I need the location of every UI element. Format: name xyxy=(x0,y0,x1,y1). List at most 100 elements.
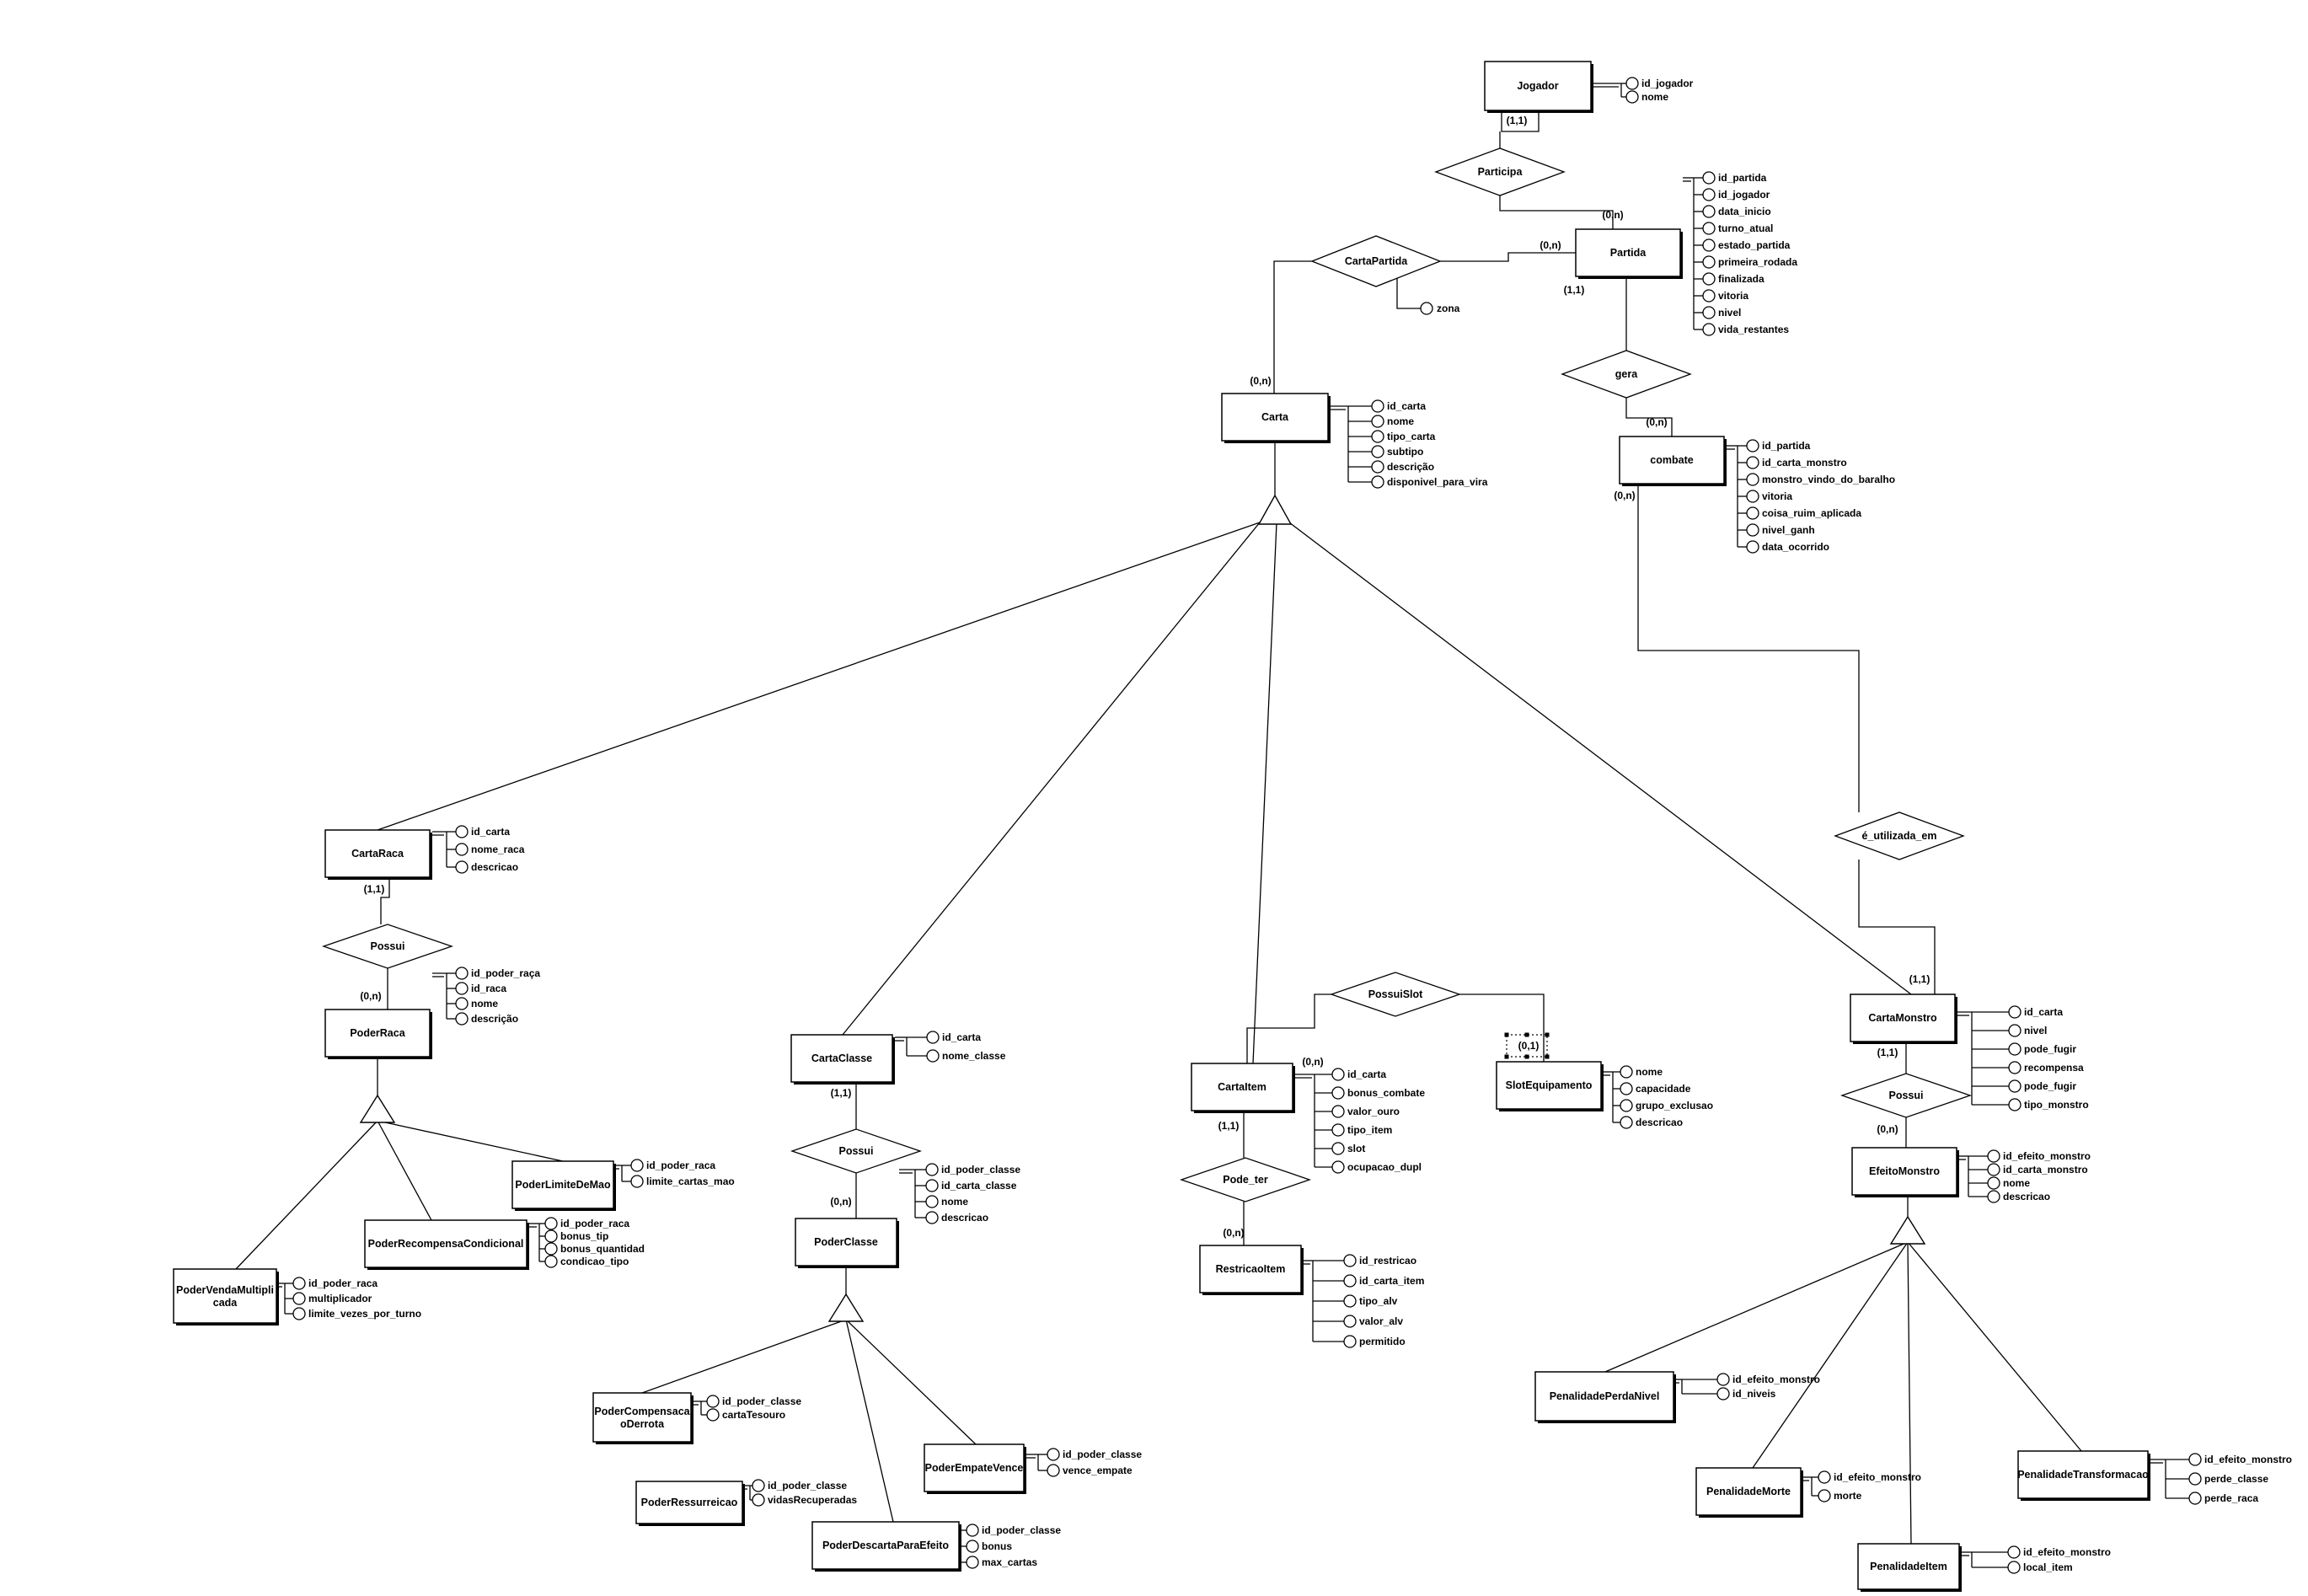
attribute-circle-icon xyxy=(455,997,469,1010)
attribute-circle-icon xyxy=(2188,1453,2202,1466)
entity-box xyxy=(1575,228,1681,277)
entity-penmorte[interactable]: PenalidadeMorte xyxy=(1695,1467,1803,1518)
entity-poderressurreicao[interactable]: PoderRessurreicao xyxy=(635,1481,745,1526)
attribute-circle-icon xyxy=(1746,506,1759,520)
attribute-circle-icon xyxy=(1987,1163,2000,1176)
relationship-cartapartida[interactable]: CartaPartida xyxy=(1310,235,1442,287)
attribute-label: descricao xyxy=(2003,1191,2050,1202)
entity-poderempate[interactable]: PoderEmpateVence xyxy=(924,1443,1026,1494)
attribute-circle-icon xyxy=(1702,238,1716,252)
entity-slotequip[interactable]: SlotEquipamento xyxy=(1496,1061,1604,1111)
relationship-participa[interactable]: Participa xyxy=(1434,147,1566,196)
entity-box xyxy=(635,1481,743,1524)
entity-penperdanivel[interactable]: PenalidadePerdaNivel xyxy=(1534,1371,1676,1423)
attribute-circle-icon xyxy=(1371,430,1384,443)
attribute-circle-icon xyxy=(2008,1042,2022,1056)
entity-poderrecompensa[interactable]: PoderRecompensaCondicional xyxy=(364,1219,529,1270)
attribute-circle-icon xyxy=(2008,1098,2022,1111)
entity-pentransf[interactable]: PenalidadeTransformacao xyxy=(2017,1450,2150,1501)
cardinality-label: (0,n) xyxy=(1877,1123,1898,1135)
attribute-label: tipo_monstro xyxy=(2024,1099,2089,1111)
attribute-circle-icon xyxy=(1702,289,1716,303)
attribute-circle-icon xyxy=(925,1195,939,1208)
attribute-circle-icon xyxy=(752,1493,765,1507)
attribute-label: id_poder_raca xyxy=(308,1277,378,1289)
attribute-circle-icon xyxy=(1420,302,1433,315)
entity-penitem[interactable]: PenalidadeItem xyxy=(1857,1543,1962,1592)
attribute-label: id_carta_classe xyxy=(941,1180,1017,1192)
attributes-poderclasse: id_poder_classeid_carta_classenomedescri… xyxy=(899,1163,1020,1224)
attribute-circle-icon xyxy=(1331,1068,1345,1081)
attribute-label: multiplicador xyxy=(308,1293,372,1304)
specialization-triangle xyxy=(1257,494,1293,525)
relationship-possui_classe[interactable]: Possui xyxy=(790,1128,923,1174)
attribute-circle-icon xyxy=(1625,77,1639,90)
entity-combate[interactable]: combate xyxy=(1619,436,1727,486)
entity-efeitomonstro[interactable]: EfeitoMonstro xyxy=(1851,1147,1959,1197)
attribute-circle-icon xyxy=(1371,475,1384,489)
entity-name: PoderEmpateVence xyxy=(925,1462,1024,1474)
entity-cartaclasse[interactable]: CartaClasse xyxy=(790,1034,895,1085)
entity-name: Jogador xyxy=(1517,80,1558,92)
entity-cartaitem[interactable]: CartaItem xyxy=(1191,1063,1295,1113)
entity-poderraca[interactable]: PoderRaca xyxy=(324,1009,432,1059)
connector-line xyxy=(377,522,1261,831)
attribute-label: id_poder_raca xyxy=(560,1218,629,1229)
attribute-label: descrição xyxy=(471,1013,518,1025)
attribute-label: ocupacao_dupl xyxy=(1347,1161,1422,1173)
entity-partida[interactable]: Partida xyxy=(1575,228,1683,279)
entity-cartaraca[interactable]: CartaRaca xyxy=(324,829,432,880)
attribute-circle-icon xyxy=(2188,1472,2202,1486)
selection-box xyxy=(1506,1034,1548,1058)
entity-box xyxy=(324,1009,431,1058)
attribute-label: coisa_ruim_aplicada xyxy=(1762,507,1861,519)
entity-poderlimite[interactable]: PoderLimiteDeMao xyxy=(511,1160,616,1211)
attribute-label: vida_restantes xyxy=(1718,324,1789,335)
entity-jogador[interactable]: Jogador xyxy=(1484,61,1593,113)
attribute-circle-icon xyxy=(630,1175,644,1188)
attribute-label: vidasRecuperadas xyxy=(768,1494,857,1506)
relationship-possui_monstro[interactable]: Possui xyxy=(1839,1073,1973,1118)
entity-restricao[interactable]: RestricaoItem xyxy=(1199,1245,1304,1295)
relationship-gera[interactable]: gera xyxy=(1561,350,1692,399)
attribute-label: nome_classe xyxy=(942,1050,1006,1062)
attribute-label: nome xyxy=(1641,91,1668,103)
specialization-triangle xyxy=(827,1293,865,1322)
attribute-circle-icon xyxy=(544,1255,558,1268)
entity-poderclasse[interactable]: PoderClasse xyxy=(795,1218,899,1268)
relationship-possuislot[interactable]: PossuiSlot xyxy=(1329,972,1462,1017)
attribute-label: nivel xyxy=(1718,307,1741,319)
relationship-diamond xyxy=(1561,350,1692,399)
entity-carta[interactable]: Carta xyxy=(1221,393,1331,443)
attribute-circle-icon xyxy=(2008,1024,2022,1037)
attribute-layer: id_jogadornomeid_partidaid_jogadordata_i… xyxy=(279,77,2292,1574)
attribute-circle-icon xyxy=(2188,1492,2202,1505)
attribute-label: bonus_tip xyxy=(560,1230,608,1242)
cardinality-layer: (1,1)(0,n)(0,n)(0,n)(1,1)(0,n)(0,n)(1,1)… xyxy=(360,115,1930,1239)
attribute-circle-icon xyxy=(1702,222,1716,235)
attribute-label: nome xyxy=(941,1196,968,1208)
attribute-label: tipo_carta xyxy=(1387,431,1436,442)
attribute-label: id_poder_classe xyxy=(982,1524,1061,1536)
entity-box xyxy=(592,1392,692,1443)
attribute-circle-icon xyxy=(1331,1160,1345,1174)
attribute-circle-icon xyxy=(966,1524,979,1537)
entity-cartamonstro[interactable]: CartaMonstro xyxy=(1850,993,1957,1044)
entity-poderdescarta[interactable]: PoderDescartaParaEfeito xyxy=(811,1521,961,1572)
entity-name: PoderClasse xyxy=(814,1236,878,1248)
attribute-circle-icon xyxy=(1047,1464,1060,1477)
relationship-possui_raca[interactable]: Possui xyxy=(321,924,454,969)
attribute-circle-icon xyxy=(1343,1335,1357,1348)
attribute-circle-icon xyxy=(292,1307,306,1320)
entity-box xyxy=(324,829,431,878)
relationship-diamond xyxy=(790,1128,923,1174)
relationship-name: CartaPartida xyxy=(1345,255,1408,267)
connector-line xyxy=(235,1120,378,1270)
relationship-podeter[interactable]: Pode_ter xyxy=(1179,1157,1312,1202)
connector-line xyxy=(1459,993,1545,1062)
relationship-name: PossuiSlot xyxy=(1368,988,1423,1000)
relationship-eutilizada[interactable]: é_utilizada_em xyxy=(1834,811,1965,860)
